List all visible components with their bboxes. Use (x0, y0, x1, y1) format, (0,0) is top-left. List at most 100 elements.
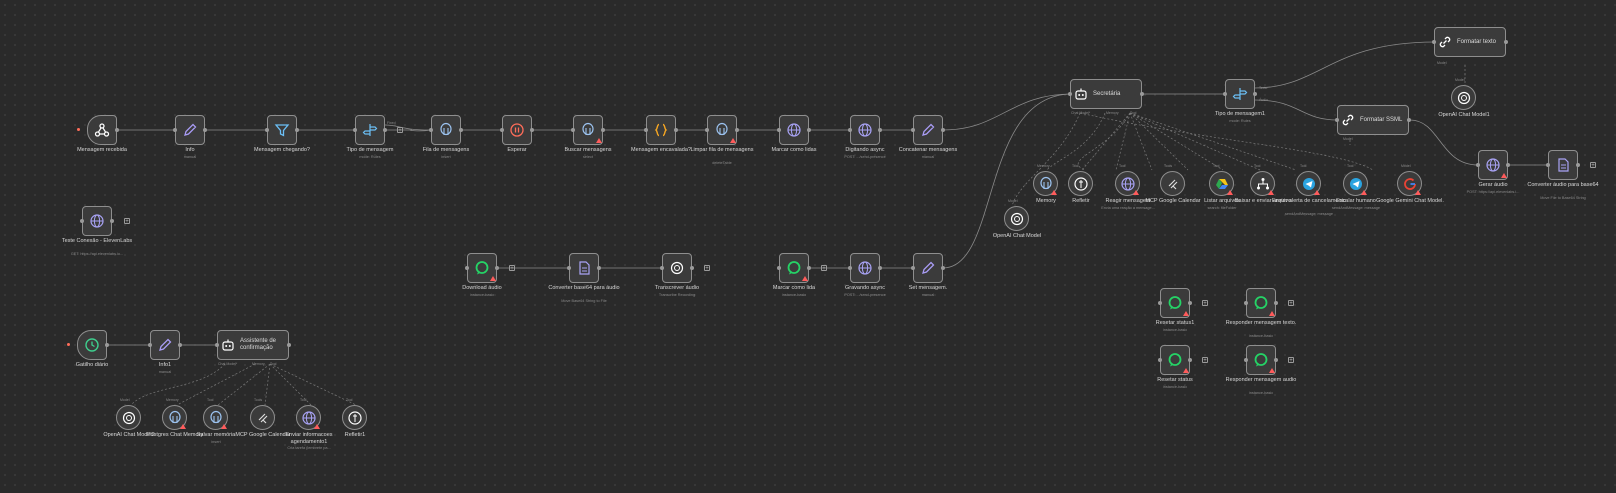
output-port[interactable] (941, 266, 945, 270)
input-port[interactable] (173, 128, 177, 132)
input-port[interactable] (1335, 118, 1339, 122)
add-node-button[interactable]: + (397, 127, 403, 134)
output-port[interactable] (115, 128, 119, 132)
output-port[interactable] (1504, 40, 1508, 44)
input-port[interactable] (1244, 301, 1248, 305)
add-node-button[interactable]: + (821, 265, 827, 272)
add-node-button[interactable]: + (1288, 300, 1294, 307)
subnode-escalar[interactable] (1343, 171, 1368, 196)
output-port[interactable] (1407, 118, 1411, 122)
output-port[interactable] (1576, 163, 1580, 167)
node-tipo[interactable] (355, 115, 385, 145)
node-concat[interactable] (913, 115, 943, 145)
node-marcar[interactable] (779, 115, 809, 145)
input-port[interactable] (1158, 358, 1162, 362)
input-port[interactable] (644, 128, 648, 132)
input-port[interactable] (571, 128, 575, 132)
output-port[interactable] (287, 343, 291, 347)
output-port[interactable] (203, 128, 207, 132)
node-formssml[interactable]: Formatar SSML (1337, 105, 1409, 135)
subnode-openai1[interactable] (1451, 85, 1476, 110)
subnode-mcp[interactable] (1160, 171, 1185, 196)
output-port[interactable] (674, 128, 678, 132)
input-port[interactable] (911, 266, 915, 270)
node-gravando[interactable] (850, 253, 880, 283)
input-port[interactable] (215, 343, 219, 347)
input-port[interactable] (1068, 92, 1072, 96)
output-port[interactable] (1253, 92, 1257, 96)
output-port[interactable] (495, 266, 499, 270)
output-port[interactable] (178, 343, 182, 347)
node-esperar[interactable] (502, 115, 532, 145)
output-port[interactable] (383, 128, 387, 132)
input-port[interactable] (705, 128, 709, 132)
node-transcrever[interactable] (662, 253, 692, 283)
node-trigger[interactable] (87, 115, 117, 145)
output-port[interactable] (690, 266, 694, 270)
output-port[interactable] (878, 266, 882, 270)
subnode-refletir1[interactable] (342, 405, 367, 430)
subnode-refletir[interactable] (1068, 171, 1093, 196)
add-node-button[interactable]: + (1202, 300, 1208, 307)
subnode-alerta[interactable] (1296, 171, 1321, 196)
output-port[interactable] (110, 219, 114, 223)
output-port[interactable] (1274, 358, 1278, 362)
output-port[interactable] (941, 128, 945, 132)
input-port[interactable] (465, 266, 469, 270)
node-setmsg[interactable] (913, 253, 943, 283)
node-info1[interactable] (150, 330, 180, 360)
input-port[interactable] (1244, 358, 1248, 362)
output-port[interactable] (807, 128, 811, 132)
output-port[interactable] (459, 128, 463, 132)
input-port[interactable] (1158, 301, 1162, 305)
node-fila[interactable] (431, 115, 461, 145)
node-formtexto[interactable]: Formatar texto (1434, 27, 1506, 57)
input-port[interactable] (660, 266, 664, 270)
input-port[interactable] (500, 128, 504, 132)
subnode-reagir[interactable] (1115, 171, 1140, 196)
input-port[interactable] (265, 128, 269, 132)
output-port[interactable] (735, 128, 739, 132)
input-port[interactable] (848, 128, 852, 132)
node-tipo1[interactable] (1225, 79, 1255, 109)
node-info[interactable] (175, 115, 205, 145)
node-secretaria[interactable]: Secretária (1070, 79, 1142, 109)
subnode-gemini[interactable] (1397, 171, 1422, 196)
node-reset[interactable] (1160, 345, 1190, 375)
node-conv64[interactable] (569, 253, 599, 283)
output-port[interactable] (601, 128, 605, 132)
output-port[interactable] (1506, 163, 1510, 167)
input-port[interactable] (148, 343, 152, 347)
input-port[interactable] (567, 266, 571, 270)
output-port[interactable] (597, 266, 601, 270)
add-node-button[interactable]: + (1590, 162, 1596, 169)
input-port[interactable] (1476, 163, 1480, 167)
input-port[interactable] (1223, 92, 1227, 96)
add-node-button[interactable]: + (704, 265, 710, 272)
output-port[interactable] (1188, 358, 1192, 362)
node-digitando[interactable] (850, 115, 880, 145)
output-port[interactable] (807, 266, 811, 270)
output-port[interactable] (1188, 301, 1192, 305)
node-convaudio[interactable] (1548, 150, 1578, 180)
input-port[interactable] (1546, 163, 1550, 167)
node-buscar[interactable] (573, 115, 603, 145)
subnode-mcp2[interactable] (250, 405, 275, 430)
output-port[interactable] (1274, 301, 1278, 305)
add-node-button[interactable]: + (1202, 357, 1208, 364)
output-port[interactable] (530, 128, 534, 132)
node-filter[interactable] (267, 115, 297, 145)
input-port[interactable] (777, 266, 781, 270)
output-port[interactable] (878, 128, 882, 132)
node-teste[interactable] (82, 206, 112, 236)
input-port[interactable] (777, 128, 781, 132)
node-assistente[interactable]: Assistente de confirmação (217, 330, 289, 360)
input-port[interactable] (80, 219, 84, 223)
input-port[interactable] (1432, 40, 1436, 44)
input-port[interactable] (911, 128, 915, 132)
add-node-button[interactable]: + (509, 265, 515, 272)
input-port[interactable] (848, 266, 852, 270)
input-port[interactable] (353, 128, 357, 132)
node-gatilho[interactable] (77, 330, 107, 360)
